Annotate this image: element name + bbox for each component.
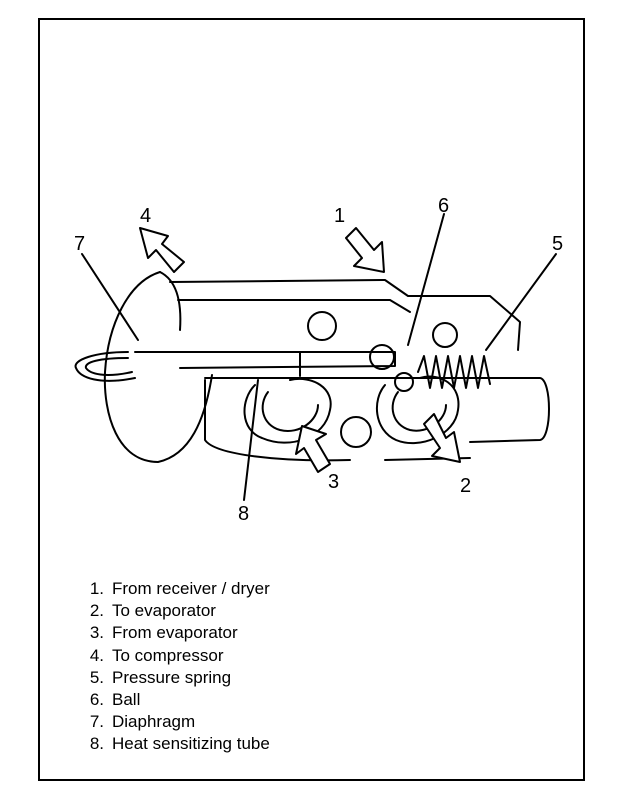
legend-item: 1.From receiver / dryer [89, 579, 270, 598]
leader-line-5 [485, 253, 557, 351]
heat-tube-loop [74, 351, 136, 382]
passage-hole [432, 322, 458, 348]
diaphragm-disc [103, 271, 213, 463]
leader-line-8 [243, 379, 259, 501]
leader-line-6 [407, 213, 445, 346]
legend-item: 6.Ball [89, 690, 141, 710]
passage-hole [340, 416, 372, 448]
legend-item: 2.To evaporator [89, 601, 216, 621]
callout-3: 3 [328, 471, 339, 493]
valve-lower-body [204, 377, 550, 443]
callout-4: 4 [140, 205, 151, 227]
valve-upper-body [169, 279, 521, 351]
callout-1: 1 [334, 205, 345, 227]
callout-5: 5 [552, 233, 563, 255]
legend-item: 8.Heat sensitizing tube [89, 734, 270, 754]
callout-2: 2 [460, 475, 471, 497]
flow-arrow-1 [345, 227, 385, 273]
figure-border [38, 18, 585, 781]
legend-item: 3.From evaporator [89, 623, 238, 643]
callout-8: 8 [238, 503, 249, 525]
ball [394, 372, 414, 392]
leader-line-7 [81, 253, 139, 341]
callout-7: 7 [74, 233, 85, 255]
flow-arrow-3 [295, 425, 331, 473]
passage-hole [369, 344, 395, 370]
legend-item: 4.To compressor [89, 645, 224, 665]
legend-item: 7.Diaphragm [89, 712, 196, 732]
flow-arrow-4 [139, 227, 185, 273]
valve-shaft [134, 351, 396, 369]
legend-item: 5.Pressure spring [89, 667, 232, 687]
callout-6: 6 [438, 195, 449, 217]
flow-arrow-2 [423, 413, 461, 463]
pressure-spring [417, 355, 491, 389]
passage-hole [307, 311, 337, 341]
legend: 1.From receiver / dryer 2.To evaporator … [78, 578, 270, 756]
